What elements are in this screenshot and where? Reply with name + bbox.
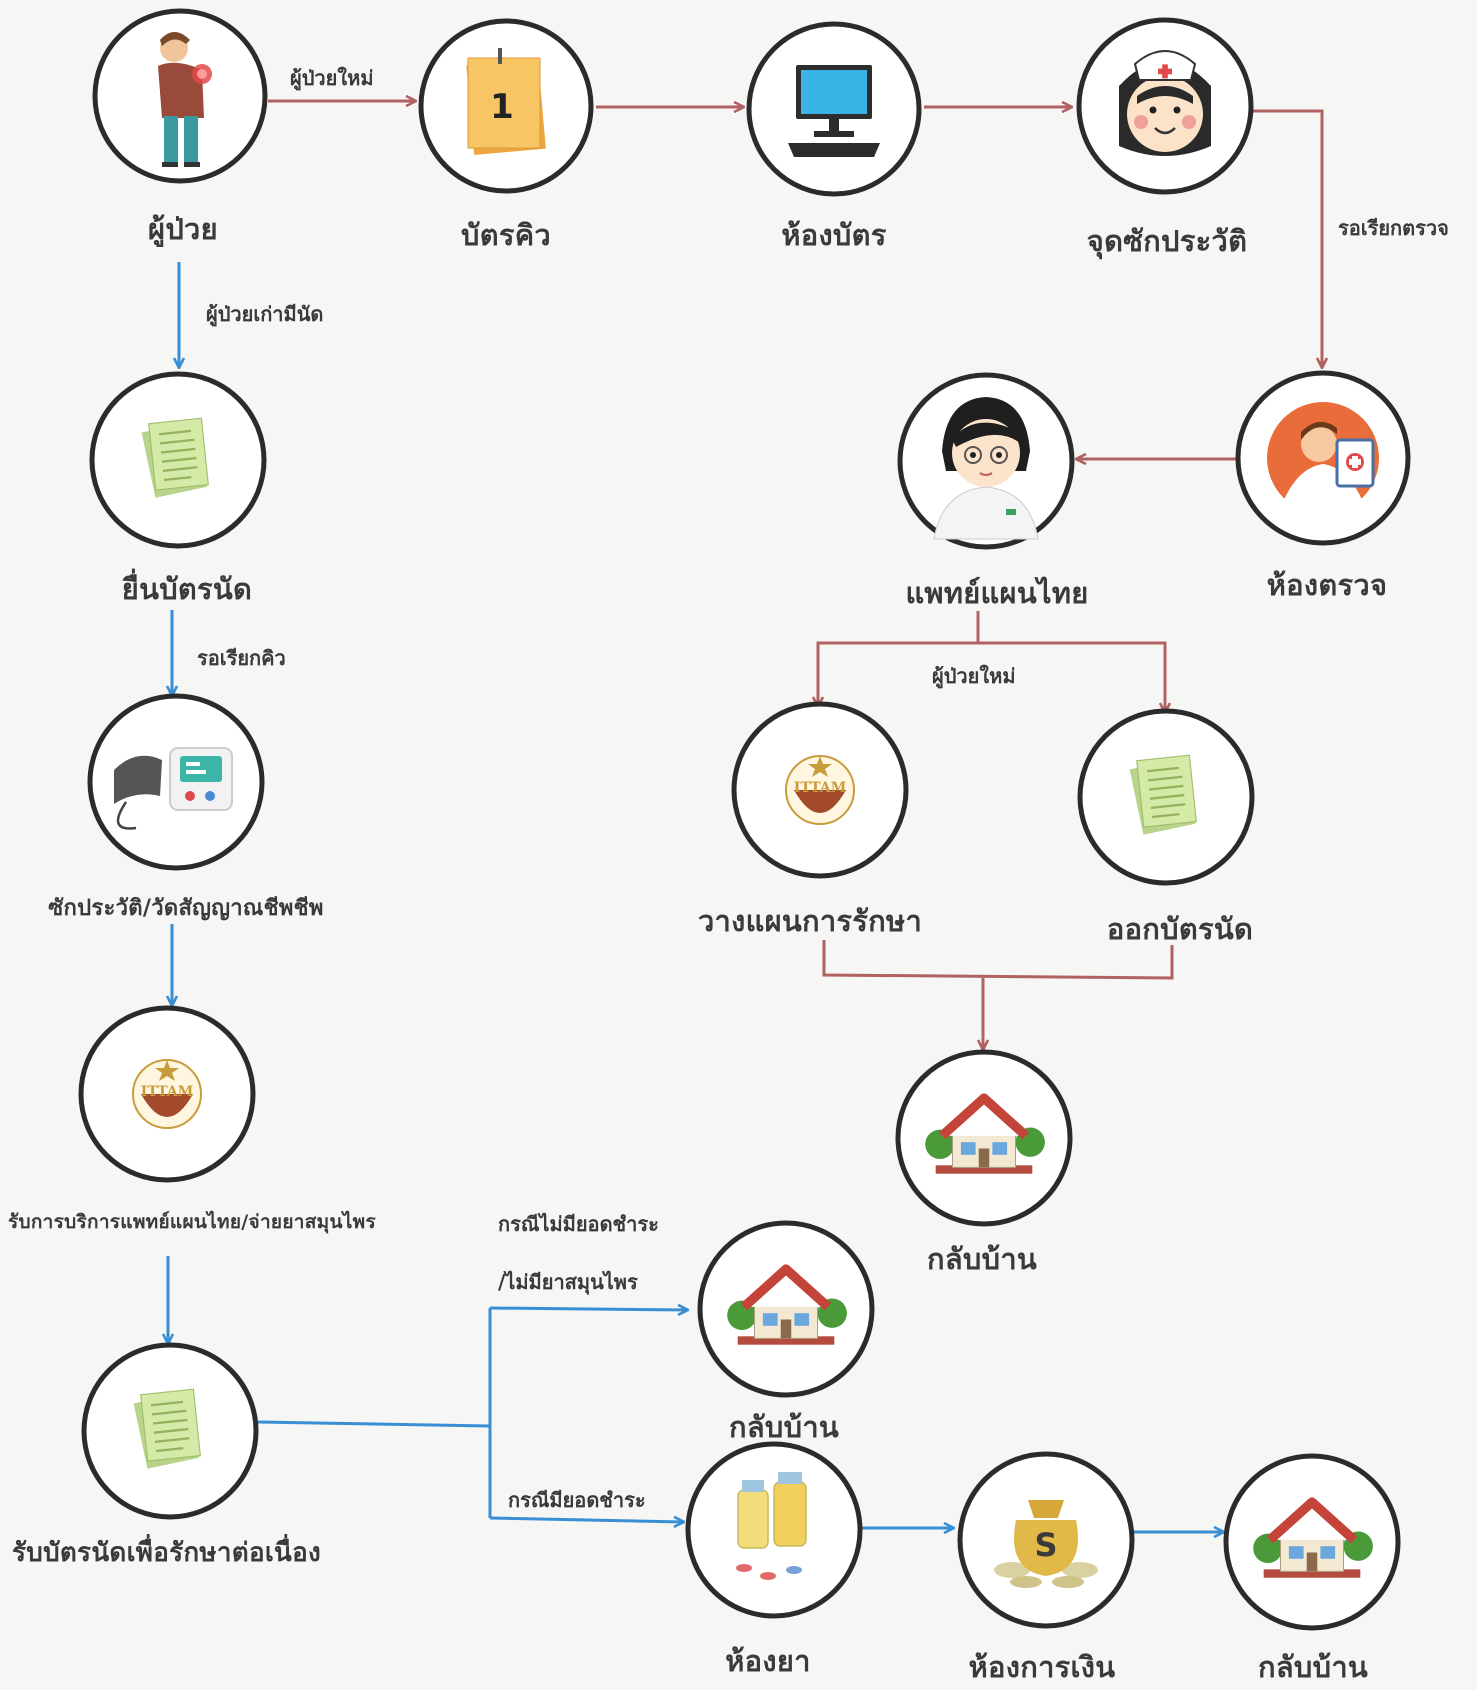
queue-number: 1 bbox=[490, 87, 514, 127]
node-continue-appointment bbox=[81, 1342, 259, 1520]
label-exam: ห้องตรวจ bbox=[1266, 568, 1388, 602]
edge-branch-to-home bbox=[489, 1308, 688, 1310]
node-history bbox=[1076, 17, 1254, 195]
ittm-logo-icon: ITTAM bbox=[132, 1059, 202, 1129]
edge-history-to-exam bbox=[1253, 109, 1322, 368]
label-plan: วางแผนการรักษา bbox=[697, 904, 923, 938]
edge-label-no-payment-1: กรณีไม่มียอดชำระ bbox=[498, 1212, 659, 1236]
label-cashier: ห้องการเงิน bbox=[968, 1650, 1116, 1684]
thai-doctor-icon bbox=[933, 397, 1039, 540]
blood-pressure-monitor-icon bbox=[114, 747, 233, 830]
label-home-b: กลับบ้าน bbox=[728, 1410, 840, 1444]
edge-label-branch-new: ผู้ป่วยใหม่ bbox=[932, 664, 1016, 688]
logo-text: ITTAM bbox=[141, 1084, 193, 1100]
node-queue: 1 bbox=[418, 18, 594, 194]
label-issue-appointment: ออกบัตรนัด bbox=[1106, 912, 1254, 946]
node-home-c bbox=[1223, 1453, 1401, 1631]
edge-split-to-issue bbox=[978, 641, 1165, 713]
node-exam bbox=[1235, 370, 1411, 546]
logo-text: ITTAM bbox=[794, 780, 846, 796]
label-thai-doctor: แพทย์แผนไทย bbox=[905, 576, 1089, 610]
node-issue-appointment bbox=[1077, 708, 1255, 886]
node-home-a bbox=[895, 1049, 1073, 1227]
node-plan: ITTAM bbox=[731, 701, 909, 879]
node-service: ITTAM bbox=[78, 1005, 256, 1183]
edge-branch-to-pharmacy bbox=[489, 1518, 684, 1522]
edge-continue-branch bbox=[257, 1420, 491, 1428]
label-vitals: ซักประวัติ/วัดสัญญาณชีพชีพ bbox=[48, 896, 324, 921]
label-history: จุดซักประวัติ bbox=[1086, 224, 1248, 258]
edge-label-wait-exam: รอเรียกตรวจ bbox=[1338, 216, 1449, 240]
queue-card-icon: 1 bbox=[466, 48, 546, 155]
nurse-icon bbox=[1119, 50, 1211, 156]
edge-label-wait-queue: รอเรียกคิว bbox=[197, 646, 286, 670]
node-cashier: S bbox=[957, 1451, 1135, 1629]
sick-patient-icon bbox=[158, 32, 212, 167]
ittm-logo-icon: ITTAM bbox=[785, 755, 855, 825]
label-patient: ผู้ป่วย bbox=[148, 212, 218, 246]
node-thai-doctor bbox=[897, 372, 1075, 550]
edge-label-has-payment: กรณีมียอดชำระ bbox=[508, 1488, 646, 1512]
node-home-b bbox=[697, 1220, 875, 1398]
edge-split-to-plan bbox=[818, 641, 978, 707]
label-registration: ห้องบัตร bbox=[781, 218, 887, 252]
label-service: รับการบริการแพทย์แผนไทย/จ่ายยาสมุนไพร bbox=[8, 1211, 376, 1233]
money-bag-icon: S bbox=[994, 1500, 1098, 1588]
node-pharmacy bbox=[685, 1441, 863, 1619]
money-symbol: S bbox=[1034, 1526, 1057, 1564]
edge-label-old-patient: ผู้ป่วยเก่ามีนัด bbox=[206, 302, 324, 326]
node-submit-appointment bbox=[89, 371, 267, 549]
edge-label-new-patient: ผู้ป่วยใหม่ bbox=[290, 66, 374, 90]
blue-edges bbox=[168, 262, 1224, 1532]
label-continue-appointment: รับบัตรนัดเพื่อรักษาต่อเนื่อง bbox=[12, 1538, 322, 1568]
label-pharmacy: ห้องยา bbox=[725, 1644, 811, 1678]
label-home-a: กลับบ้าน bbox=[926, 1242, 1038, 1276]
label-home-c: กลับบ้าน bbox=[1257, 1650, 1369, 1684]
label-queue: บัตรคิว bbox=[460, 218, 552, 252]
doctor-icon bbox=[1267, 402, 1379, 518]
node-patient bbox=[92, 8, 268, 184]
medicine-bottles-icon bbox=[736, 1472, 807, 1580]
node-vitals bbox=[87, 693, 265, 871]
edge-label-no-payment-2: /ไม่มียาสมุนไพร bbox=[498, 1270, 638, 1294]
label-submit-appointment: ยื่นบัตรนัด bbox=[121, 572, 253, 606]
node-registration bbox=[746, 21, 922, 197]
edge-plan-merge bbox=[822, 940, 1174, 980]
red-edges bbox=[268, 101, 1322, 1050]
computer-icon bbox=[788, 65, 880, 157]
